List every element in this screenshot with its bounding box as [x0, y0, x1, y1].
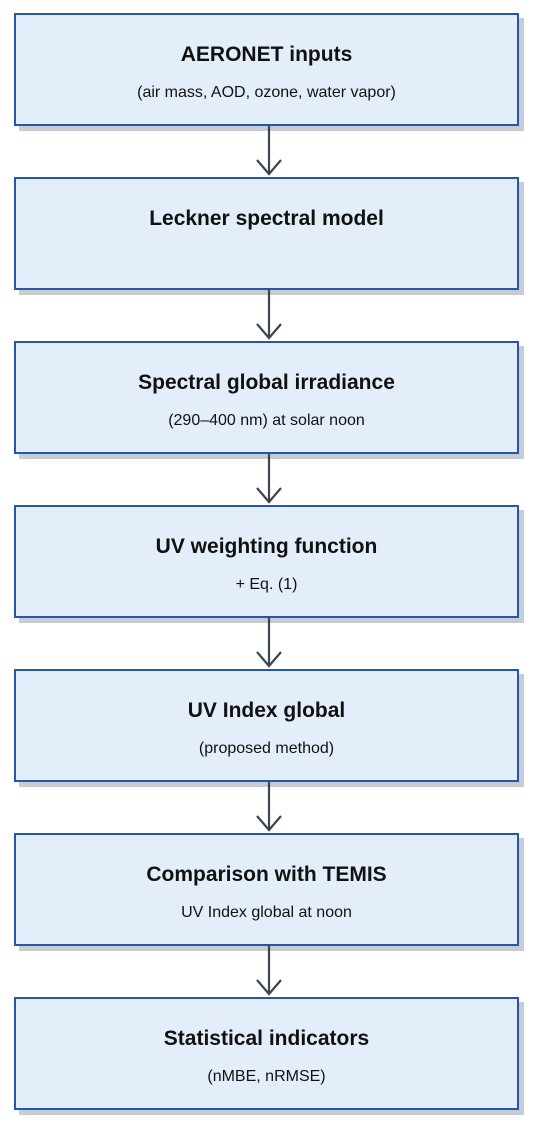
step-subtitle: + Eq. (1) [235, 576, 298, 593]
step-box-aeronet-inputs: AERONET inputs (air mass, AOD, ozone, wa… [14, 13, 519, 126]
flow-arrow-down-icon [256, 782, 282, 832]
step-box-statistical-indicators: Statistical indicators (nMBE, nRMSE) [14, 997, 519, 1110]
step-subtitle: (air mass, AOD, ozone, water vapor) [137, 84, 396, 101]
step-box-uv-weighting: UV weighting function + Eq. (1) [14, 505, 519, 618]
step-title: UV Index global [187, 699, 346, 722]
step-title: AERONET inputs [180, 43, 353, 66]
step-title: Leckner spectral model [149, 207, 384, 230]
step-subtitle: (290–400 nm) at solar noon [168, 412, 365, 429]
flow-arrow-down-icon [256, 946, 282, 996]
flow-arrow-down-icon [256, 618, 282, 668]
step-title: UV weighting function [155, 535, 378, 558]
flow-arrow-down-icon [256, 290, 282, 340]
step-subtitle: (proposed method) [198, 740, 335, 757]
step-title: Spectral global irradiance [138, 371, 395, 394]
flow-arrow-down-icon [256, 454, 282, 504]
step-subtitle: UV Index global at noon [181, 904, 352, 921]
step-title: Statistical indicators [163, 1027, 370, 1050]
step-box-uv-index: UV Index global (proposed method) [14, 669, 519, 782]
step-title: Comparison with TEMIS [146, 863, 387, 886]
step-box-temis-comparison: Comparison with TEMIS UV Index global at… [14, 833, 519, 946]
flow-arrow-down-icon [256, 126, 282, 176]
step-subtitle: (nMBE, nRMSE) [207, 1068, 326, 1085]
step-box-leckner-model: Leckner spectral model [14, 177, 519, 290]
step-box-spectral-irradiance: Spectral global irradiance (290–400 nm) … [14, 341, 519, 454]
